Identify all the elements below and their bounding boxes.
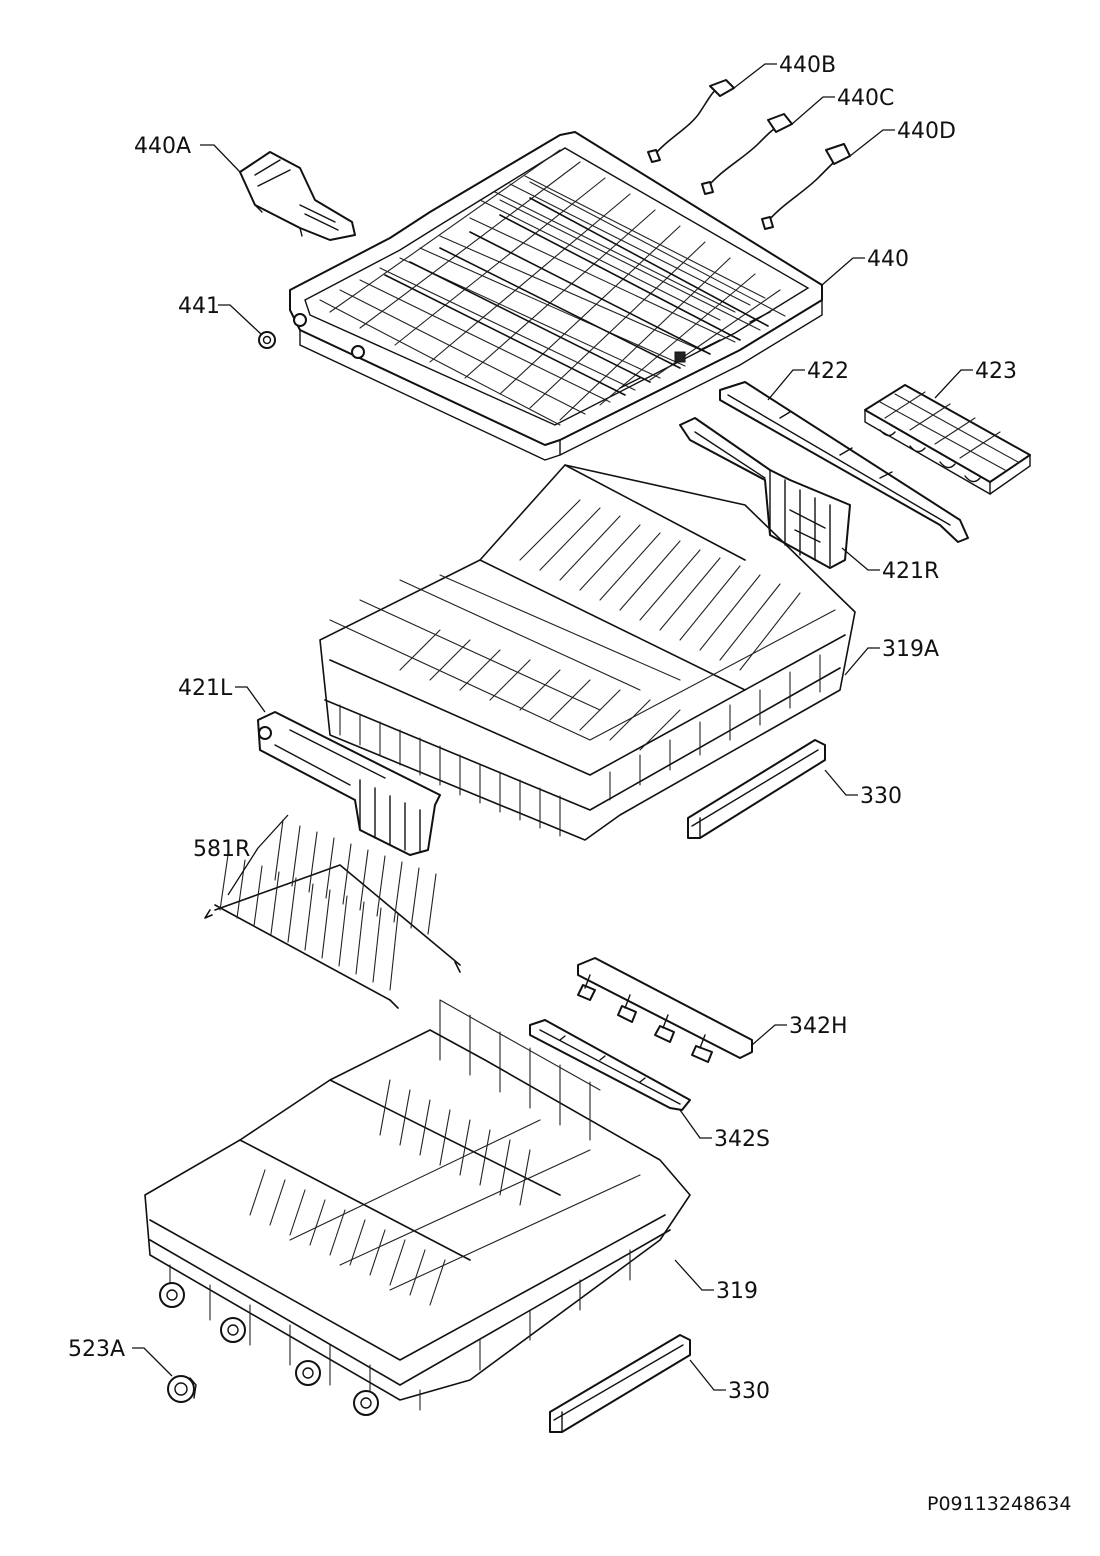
callout-581R: 581R: [193, 837, 250, 862]
part-330-lower-strip: [549, 1334, 691, 1433]
callout-440B: 440B: [779, 53, 836, 78]
callout-440C: 440C: [837, 86, 894, 111]
callout-440: 440: [867, 247, 909, 272]
callout-330-upper: 330: [860, 784, 902, 809]
callout-440D: 440D: [897, 119, 956, 144]
part-423-grid-insert: [864, 384, 1031, 496]
part-441-knob: [258, 331, 276, 349]
callout-319A: 319A: [882, 637, 939, 662]
callout-342H: 342H: [789, 1014, 848, 1039]
callout-441: 441: [178, 294, 220, 319]
part-319A-upper-basket: [319, 464, 856, 841]
part-422-rail: [719, 381, 969, 543]
part-421L-adjuster: [257, 711, 441, 856]
part-581R-tine-rack: [204, 819, 461, 1009]
callout-330-lower: 330: [728, 1379, 770, 1404]
callout-440A: 440A: [134, 134, 191, 159]
callout-319: 319: [716, 1279, 758, 1304]
part-440A-clip: [239, 151, 356, 241]
callout-422: 422: [807, 359, 849, 384]
part-330-upper-strip: [687, 739, 826, 839]
part-440D-wire: [761, 143, 851, 230]
part-319-lower-basket: [144, 999, 691, 1416]
callout-421R: 421R: [882, 559, 939, 584]
part-342H-bracket: [577, 957, 753, 1063]
callout-labels: 440A 440B 440C 440D 440 441 422 423 421R…: [68, 53, 1017, 1404]
part-342S-rail: [529, 1019, 691, 1111]
part-440C-wire: [701, 113, 793, 195]
callout-423: 423: [975, 359, 1017, 384]
callout-421L: 421L: [178, 676, 233, 701]
leader-lines: [132, 63, 973, 1391]
part-440-cutlery-tray: [289, 131, 823, 461]
part-440B-wire: [647, 79, 735, 163]
part-421R-adjuster: [679, 417, 851, 569]
document-number: P09113248634: [927, 1493, 1071, 1515]
callout-342S: 342S: [714, 1127, 770, 1152]
part-523A-wheel: [167, 1375, 197, 1403]
callout-523A: 523A: [68, 1337, 125, 1362]
